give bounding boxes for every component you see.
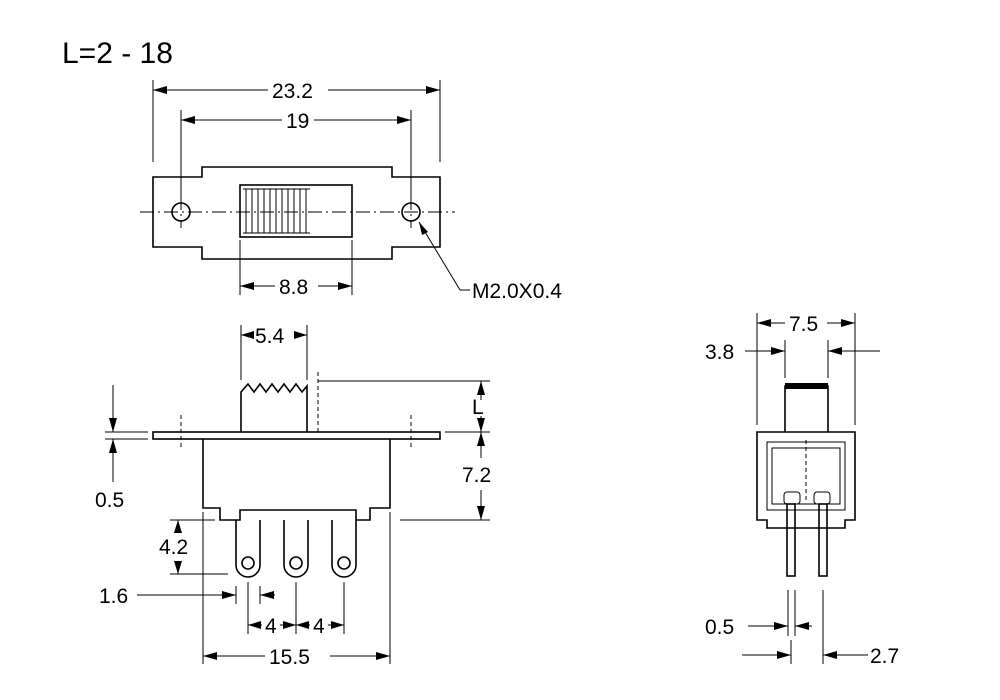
top-view: 23.2 19 8.8 M2.0X0.4 xyxy=(140,80,562,303)
terminal-right xyxy=(818,503,828,577)
dim-body-depth: 7.5 xyxy=(789,313,818,336)
top-view-outline xyxy=(152,166,441,260)
dim-terminal-spacing: 2.7 xyxy=(870,645,899,668)
actuator-slot xyxy=(239,184,353,238)
terminal-left xyxy=(786,503,796,577)
terminals xyxy=(235,520,357,578)
dim-actuator-depth: 3.8 xyxy=(705,341,734,364)
screw-leader xyxy=(418,221,461,291)
side-view: 7.5 3.8 0.5 2.7 xyxy=(705,313,899,668)
dim-terminal-thickness: 0.5 xyxy=(705,616,734,639)
switch-body xyxy=(202,439,391,521)
screw-callout: M2.0X0.4 xyxy=(472,280,562,303)
dim-terminal-length: 4.2 xyxy=(159,536,188,559)
dim-slot-width: 8.8 xyxy=(279,276,308,299)
front-view: 5.4 L 7.2 0.5 4.2 xyxy=(95,325,491,669)
actuator-side xyxy=(784,385,829,432)
dim-terminal-hole: 1.6 xyxy=(99,585,128,608)
dim-flange-thickness: 0.5 xyxy=(95,489,124,512)
dim-actuator-width: 5.4 xyxy=(255,325,285,348)
actuator-top-band xyxy=(785,383,828,389)
dim-hole-spacing: 19 xyxy=(286,110,309,133)
length-range-label: L=2 - 18 xyxy=(62,37,173,70)
dim-overall-width: 23.2 xyxy=(272,80,313,103)
dim-pitch-right: 4 xyxy=(313,615,325,638)
contact-bumps xyxy=(783,491,831,505)
actuator-front xyxy=(240,382,308,432)
dim-pitch-left: 4 xyxy=(265,615,277,638)
flange-plate xyxy=(152,431,441,440)
housing-outer xyxy=(756,431,856,529)
dim-actuator-length: L xyxy=(472,396,484,419)
dim-body-height: 7.2 xyxy=(462,464,491,487)
actuator-knob xyxy=(243,188,310,234)
dim-body-width: 15.5 xyxy=(269,646,310,669)
